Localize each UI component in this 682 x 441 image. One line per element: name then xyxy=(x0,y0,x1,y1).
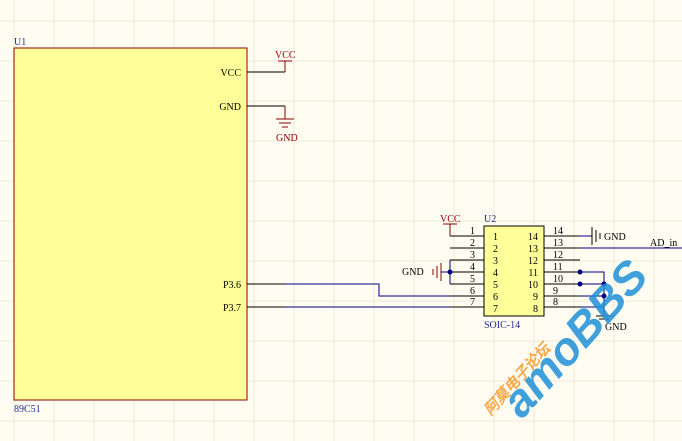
u2-pin-2-num: 2 xyxy=(493,244,498,255)
u2-ext-1: 1 xyxy=(470,226,475,237)
u1-pin-p36-label: P3.6 xyxy=(223,280,241,291)
u2-body[interactable] xyxy=(483,225,545,317)
net-label-ad-in: AD_in xyxy=(650,238,677,249)
u1-pin-p37-label: P3.7 xyxy=(223,303,241,314)
u2-ext-11: 11 xyxy=(553,262,563,273)
gnd-u2-right-label: GND xyxy=(604,232,626,243)
u2-right-pins[interactable] xyxy=(544,235,580,308)
u2-ext-10: 10 xyxy=(553,274,563,285)
u2-pin-9-num: 9 xyxy=(533,292,538,303)
u2-pin-3-num: 3 xyxy=(493,256,498,267)
u2-pin-12-num: 12 xyxy=(528,256,538,267)
u2-ext-7: 7 xyxy=(470,297,475,308)
u2-pin-1-num: 1 xyxy=(493,232,498,243)
u2-pin-8-num: 8 xyxy=(533,304,538,315)
u2-left-pin-numbers: 1 2 3 4 5 6 7 xyxy=(493,232,498,315)
u2-left-external-numbers: 1 2 3 4 5 6 7 xyxy=(470,226,475,308)
u2-pin-10-num: 10 xyxy=(528,280,538,291)
u2-pin-4-num: 4 xyxy=(493,268,498,279)
u2-pin-14-num: 14 xyxy=(528,232,538,243)
gnd-u2-bottom-label: GND xyxy=(605,322,627,333)
wire-p36[interactable] xyxy=(285,283,450,297)
gnd-power-port-u2-left[interactable] xyxy=(432,260,453,284)
u2-ext-4: 4 xyxy=(470,262,475,273)
u2-ext-8: 8 xyxy=(553,297,558,308)
u1-designator: U1 xyxy=(14,37,26,48)
u2-pin-6-num: 6 xyxy=(493,292,498,303)
u2-ext-3: 3 xyxy=(470,250,475,261)
u2-pin-13-num: 13 xyxy=(528,244,538,255)
u2-pin-7-num: 7 xyxy=(493,304,498,315)
u2-right-pin-numbers: 14 13 12 11 10 9 8 xyxy=(528,232,538,315)
u2-ext-9: 9 xyxy=(553,286,558,297)
gnd-power-port-u2-right[interactable] xyxy=(580,227,601,245)
u2-ext-6: 6 xyxy=(470,286,475,297)
u2-ext-14: 14 xyxy=(553,226,563,237)
gnd-power-port-top[interactable] xyxy=(276,106,294,128)
u2-pin-5-num: 5 xyxy=(493,280,498,291)
vcc-top-label: VCC xyxy=(275,50,296,61)
u2-comment: SOIC-14 xyxy=(484,320,520,331)
u2-ext-12: 12 xyxy=(553,250,563,261)
u2-pin-11-num: 11 xyxy=(528,268,538,279)
vcc-u2-label: VCC xyxy=(440,214,461,225)
gnd-top-label: GND xyxy=(276,133,298,144)
u2-ext-5: 5 xyxy=(470,274,475,285)
vcc-power-port-top[interactable] xyxy=(278,60,292,72)
u2-left-pins[interactable] xyxy=(450,235,484,308)
u2-ext-2: 2 xyxy=(470,238,475,249)
u2-right-external-numbers: 14 13 12 11 10 9 8 xyxy=(553,226,563,308)
wire-pins-11-8-gnd[interactable] xyxy=(577,269,613,320)
u1-pin-vcc-label: VCC xyxy=(220,68,241,79)
u2-ext-13: 13 xyxy=(553,238,563,249)
u1-pin-gnd-label: GND xyxy=(219,102,241,113)
u2-designator: U2 xyxy=(484,214,496,225)
vcc-power-port-u2[interactable] xyxy=(443,223,457,236)
u1-body[interactable] xyxy=(13,47,248,401)
u1-comment: 89C51 xyxy=(14,404,41,415)
gnd-u2-left-label: GND xyxy=(402,267,424,278)
